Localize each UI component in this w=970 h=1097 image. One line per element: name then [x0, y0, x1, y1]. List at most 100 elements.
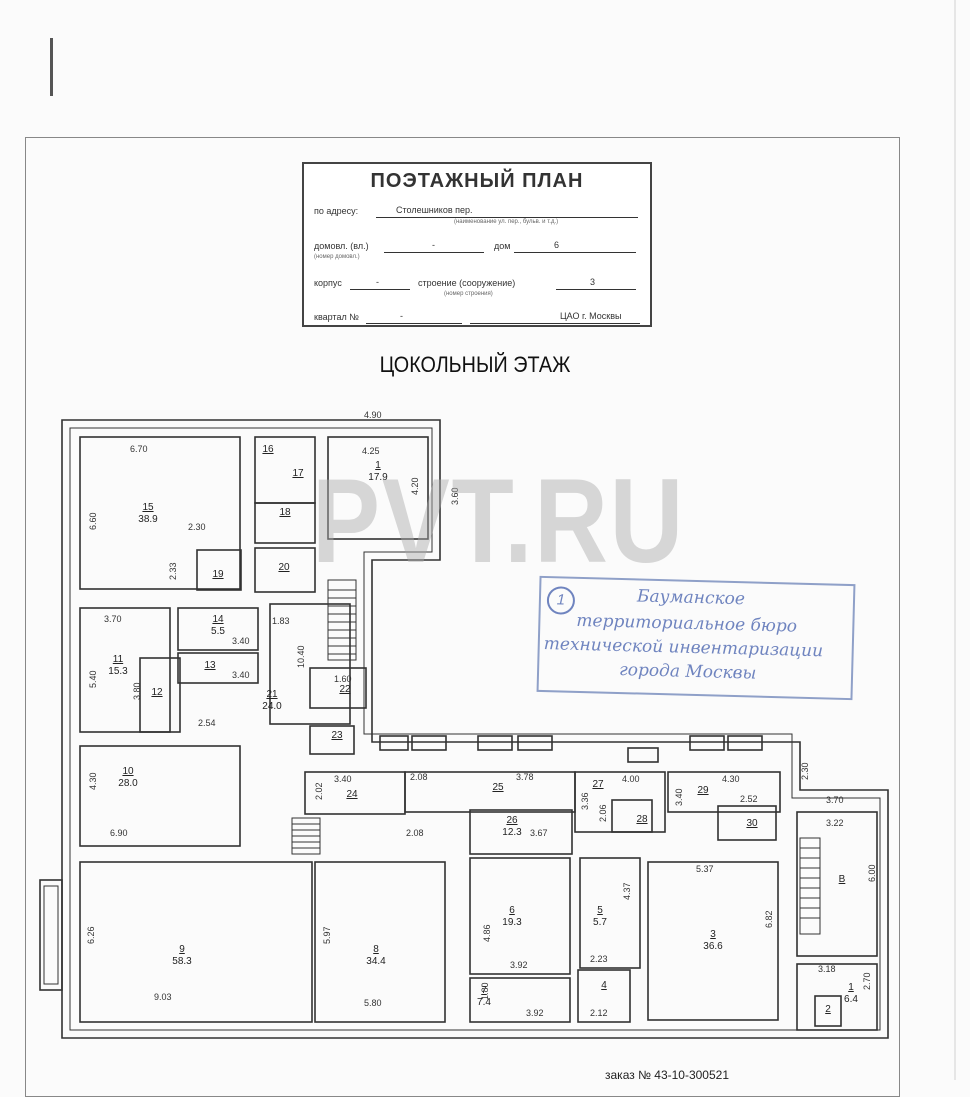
dimension-label: 6.90 [110, 828, 128, 838]
bay-window [39, 879, 63, 991]
punch-mark [50, 38, 53, 96]
dimension-label: 10.40 [296, 645, 306, 668]
room-number: 22 [339, 684, 351, 695]
dom-value: 6 [554, 240, 560, 250]
room-29 [667, 771, 781, 813]
room-number: 26 [506, 815, 518, 826]
room-number: 11 [113, 654, 124, 665]
scan-edge [954, 0, 956, 1080]
form-title: ПОЭТАЖНЫЙ ПЛАН [370, 170, 584, 192]
dimension-label: 6.60 [88, 512, 98, 530]
stroenie-value: 3 [590, 277, 596, 287]
dimension-label: 2.30 [800, 762, 810, 780]
room-12 [139, 657, 181, 733]
room-area: 15.3 [108, 666, 128, 677]
watermark: PVT.RU [312, 454, 685, 588]
room-28 [611, 799, 653, 833]
stroenie-label: строение (сооружение) [418, 278, 516, 288]
dimension-label: 3.36 [580, 792, 590, 810]
room-4 [577, 969, 631, 1023]
bti-stamp: 1 Бауманское территориальное бюро технич… [536, 575, 856, 701]
stair-b [799, 837, 821, 935]
room-number: 20 [278, 562, 290, 573]
district-line [470, 323, 640, 324]
dimension-label: 3.40 [674, 788, 684, 806]
room-area: 28.0 [118, 778, 138, 789]
district-value: ЦАО г. Москвы [560, 311, 622, 321]
room-area: 6.4 [844, 994, 858, 1005]
room-25 [404, 771, 576, 813]
room-number: 29 [697, 785, 709, 796]
dimension-label: 2.02 [314, 782, 324, 800]
stamp-line: Бауманское [636, 586, 746, 610]
document-number: заказ № 43-10-300521 [605, 1068, 730, 1082]
dimension-label: 2.06 [598, 804, 608, 822]
room-area: 19.3 [502, 917, 522, 928]
room-22 [309, 667, 367, 709]
dimension-label: 3.22 [826, 818, 844, 828]
title-block: ПОЭТАЖНЫЙ ПЛАН по адресу: Столешников пе… [302, 162, 652, 327]
room-9 [79, 861, 313, 1023]
dom-vl-line [384, 252, 484, 253]
room-number: 1 [375, 460, 381, 471]
dimension-label: 9.03 [154, 992, 172, 1002]
room-1-upper [327, 436, 429, 540]
dimension-label: 2.23 [590, 954, 608, 964]
room-number: В [839, 874, 846, 885]
room-area: 5.7 [593, 917, 607, 928]
dimension-label: 3.70 [104, 614, 122, 624]
dimension-label: 2.30 [188, 522, 206, 532]
dimension-label: 2.33 [168, 562, 178, 580]
stroenie-hint: (номер строения) [444, 291, 493, 297]
korpus-label: корпус [314, 278, 342, 288]
room-7 [469, 977, 571, 1023]
dimension-label: 3.67 [530, 828, 548, 838]
room-number: 3 [710, 929, 716, 940]
address-hint: (наименование ул. пер., бульв. и т.д.) [454, 219, 559, 225]
dimension-label: 4.86 [482, 924, 492, 942]
dimension-label: 4.30 [88, 772, 98, 790]
room-1-lower [796, 963, 878, 1031]
room-number: 13 [204, 660, 216, 671]
room-number: 8 [373, 944, 379, 955]
dimension-label: 4.25 [362, 446, 380, 456]
room-number: 7 [481, 985, 487, 996]
room-6 [469, 857, 571, 975]
dimension-label: 3.40 [232, 636, 250, 646]
dimension-label: 5.40 [88, 670, 98, 688]
stair-24 [291, 817, 321, 855]
dimension-label: 4.30 [722, 774, 740, 784]
room-area: 5.5 [211, 626, 225, 637]
stamp-line: территориальное бюро [576, 610, 798, 637]
outer-wall [61, 419, 889, 1039]
room-2 [814, 995, 842, 1027]
dom-vl-label: домовл. (вл.) [314, 241, 369, 251]
dom-label: дом [494, 241, 511, 251]
korpus-line [350, 289, 410, 290]
stamp-line: города Москвы [618, 660, 757, 684]
dimension-label: 1.83 [272, 616, 290, 626]
room-number: 10 [122, 766, 134, 777]
room-18 [254, 502, 316, 544]
stamp-number: 1 [546, 586, 576, 615]
stroenie-line [556, 289, 636, 290]
dimension-label: 4.90 [364, 410, 382, 420]
kvartal-label: квартал № [314, 312, 359, 322]
dimension-label: 3.70 [826, 795, 844, 805]
dimension-label: 3.92 [510, 960, 528, 970]
dimension-label: 2.08 [410, 772, 428, 782]
room-number: 25 [492, 782, 504, 793]
room-8 [314, 861, 446, 1023]
room-3 [647, 861, 779, 1021]
room-number: 27 [592, 779, 604, 790]
room-area: 12.3 [502, 827, 522, 838]
room-20 [254, 547, 316, 593]
room-area: 17.9 [368, 472, 388, 483]
room-26 [469, 809, 573, 855]
dimension-label: 2.70 [862, 972, 872, 990]
room-number: 14 [212, 614, 224, 625]
room-area: 36.6 [703, 941, 723, 952]
room-number: 21 [266, 689, 278, 700]
room-number: 18 [279, 507, 291, 518]
